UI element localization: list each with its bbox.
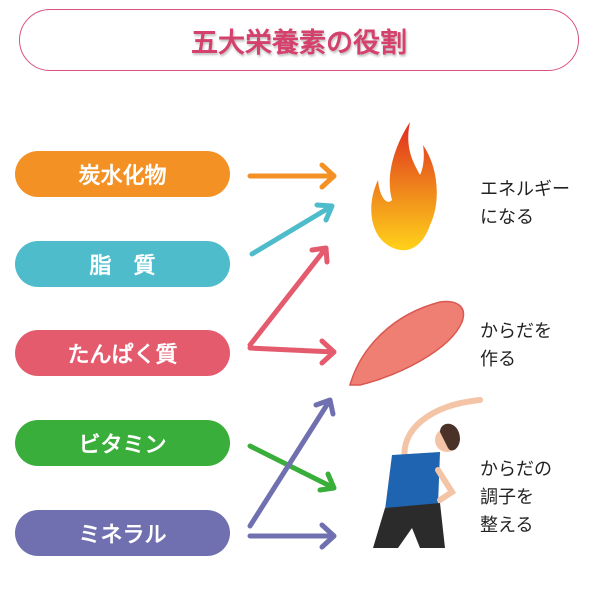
role-condition-line2: 調子を: [480, 487, 534, 508]
arrow-protein-body: [247, 338, 337, 366]
arrow-fat-energy: [249, 202, 335, 257]
arrow-vitamin-condition: [247, 443, 337, 493]
role-body-line2: 作る: [480, 349, 516, 370]
flame-icon: [371, 122, 437, 251]
arrow-carb-energy: [247, 162, 337, 190]
nutrient-protein: たんぱく質: [15, 330, 230, 376]
role-energy: エネルギー になる: [480, 176, 570, 232]
role-body: からだを 作る: [480, 318, 552, 374]
role-condition-line3: 整える: [480, 515, 534, 536]
arrow-mineral-condition: [247, 522, 337, 550]
nutrient-vitamin: ビタミン: [15, 420, 230, 466]
title: 五大栄養素の役割: [191, 27, 407, 59]
role-condition: からだの 調子を 整える: [480, 456, 552, 540]
nutrient-carbohydrate: 炭水化物: [15, 151, 230, 197]
title-box: 五大栄養素の役割: [19, 9, 579, 71]
role-energy-line2: になる: [480, 207, 534, 228]
stretching-person-icon: [373, 397, 483, 548]
nutrient-mineral: ミネラル: [15, 510, 230, 556]
arrow-protein-energy: [247, 245, 330, 348]
role-energy-line1: エネルギー: [480, 179, 570, 200]
arrow-mineral-body: [247, 397, 336, 529]
role-condition-line1: からだの: [480, 459, 552, 480]
role-body-line1: からだを: [480, 321, 552, 342]
nutrient-fat: 脂 質: [15, 241, 230, 287]
muscle-icon: [349, 300, 465, 386]
